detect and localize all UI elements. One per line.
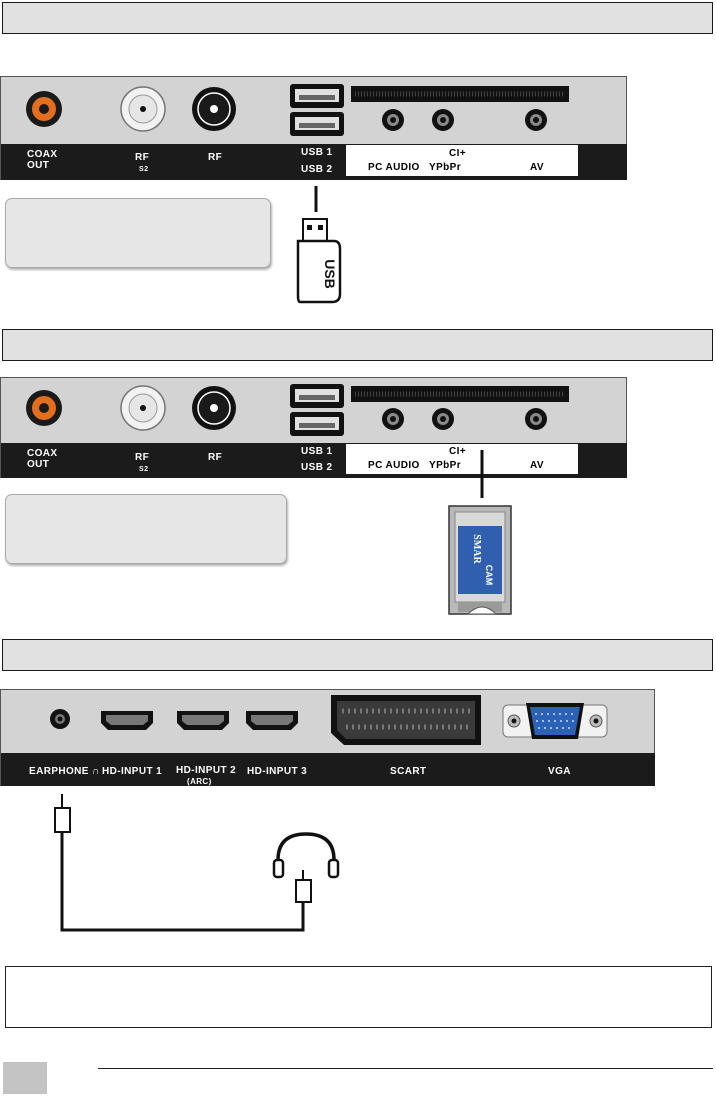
- rf-s2-connector: [120, 86, 166, 132]
- av-jack: [525, 109, 547, 131]
- ci-label-box: CI+ PC AUDIO YPbPr AV: [346, 444, 578, 474]
- ypbpr-label: YPbPr: [429, 162, 462, 173]
- ci-section-header: [2, 329, 713, 361]
- ypbpr-jack: [432, 109, 454, 131]
- hdmi-port-2: [177, 711, 229, 730]
- usb-section-header: [2, 2, 713, 34]
- ci-plus-label: CI+: [449, 446, 467, 457]
- rf-label: RF: [208, 152, 223, 163]
- usb-note-box: [5, 198, 271, 268]
- usb2-port: [290, 412, 344, 436]
- rf-connector: [192, 87, 236, 131]
- connectors-section-3: [50, 695, 608, 745]
- ypbpr-jack: [432, 408, 454, 430]
- earphone-label: EARPHONE ∩: [29, 766, 100, 777]
- connector-label-strip: COAX OUT RF S2 RF USB 1 USB 2 CI+ PC AUD…: [1, 443, 627, 478]
- cam-label-cam: CAM: [484, 565, 494, 586]
- usb-stick-label: USB: [322, 259, 338, 289]
- headphones-icon: [272, 832, 340, 879]
- cam-label-smar: SMAR: [471, 534, 482, 564]
- headphones-cable-illustration: [54, 794, 340, 932]
- hd-input-2-label: HD-INPUT 2: [176, 765, 237, 776]
- av-label: AV: [530, 162, 544, 173]
- connector-label-strip: COAX OUT RF S2 RF USB 1 USB 2 CI+ PC AUD…: [1, 144, 627, 180]
- usb1-label: USB 1: [301, 147, 333, 158]
- earphone-jack: [50, 709, 70, 729]
- coax-out-label: COAX OUT: [27, 149, 58, 171]
- ci-slot: [351, 386, 569, 402]
- rf-connector: [192, 386, 236, 430]
- coax-out-label: COAX OUT: [27, 448, 58, 470]
- earphone-section-header: [2, 639, 713, 671]
- usb1-port: [290, 384, 344, 408]
- pc-audio-jack: [382, 408, 404, 430]
- connectors-section-2: [26, 384, 569, 436]
- warning-box: [5, 966, 712, 1028]
- av-label: AV: [530, 460, 544, 471]
- usb2-port: [290, 112, 344, 136]
- rf-s2-label: RF: [135, 452, 150, 463]
- pc-audio-jack: [382, 109, 404, 131]
- ci-plus-label: CI+: [449, 148, 467, 159]
- vga-port: [502, 703, 608, 739]
- rf-s2-sub-label: S2: [139, 166, 149, 173]
- footer-rule: [98, 1068, 713, 1069]
- rf-s2-label: RF: [135, 152, 150, 163]
- ci-slot: [351, 86, 569, 102]
- ci-note-box: [5, 494, 287, 564]
- rf-s2-sub-label: S2: [139, 466, 149, 473]
- coax-out-jack: [26, 390, 62, 426]
- hdmi-port-3: [246, 711, 298, 730]
- ci-cam-card-illustration: SMAR CAM: [448, 450, 512, 615]
- usb-stick-illustration: USB: [296, 186, 342, 304]
- page-number-box: [3, 1062, 47, 1094]
- connector-label-strip: EARPHONE ∩ HD-INPUT 1 HD-INPUT 2 (ARC) H…: [1, 753, 655, 786]
- usb1-label: USB 1: [301, 446, 333, 457]
- ypbpr-label: YPbPr: [429, 460, 462, 471]
- connectors-section-1: [26, 84, 569, 136]
- scart-label: SCART: [390, 766, 427, 777]
- hd-input-1-label: HD-INPUT 1: [102, 766, 163, 777]
- av-jack: [525, 408, 547, 430]
- hdmi-port-1: [101, 711, 153, 730]
- vga-label: VGA: [548, 766, 571, 777]
- coax-out-jack: [26, 91, 62, 127]
- rf-label: RF: [208, 452, 223, 463]
- rf-s2-connector: [120, 385, 166, 431]
- scart-port: [331, 695, 481, 745]
- pc-audio-label: PC AUDIO: [368, 162, 420, 173]
- tv-rear-panel-side: EARPHONE ∩ HD-INPUT 1 HD-INPUT 2 (ARC) H…: [0, 689, 655, 786]
- hd-input-2-arc-label: (ARC): [187, 777, 212, 786]
- hd-input-3-label: HD-INPUT 3: [247, 766, 308, 777]
- usb2-label: USB 2: [301, 462, 333, 473]
- pc-audio-label: PC AUDIO: [368, 460, 420, 471]
- usb1-port: [290, 84, 344, 108]
- usb2-label: USB 2: [301, 164, 333, 175]
- ci-label-box: CI+ PC AUDIO YPbPr AV: [346, 145, 578, 176]
